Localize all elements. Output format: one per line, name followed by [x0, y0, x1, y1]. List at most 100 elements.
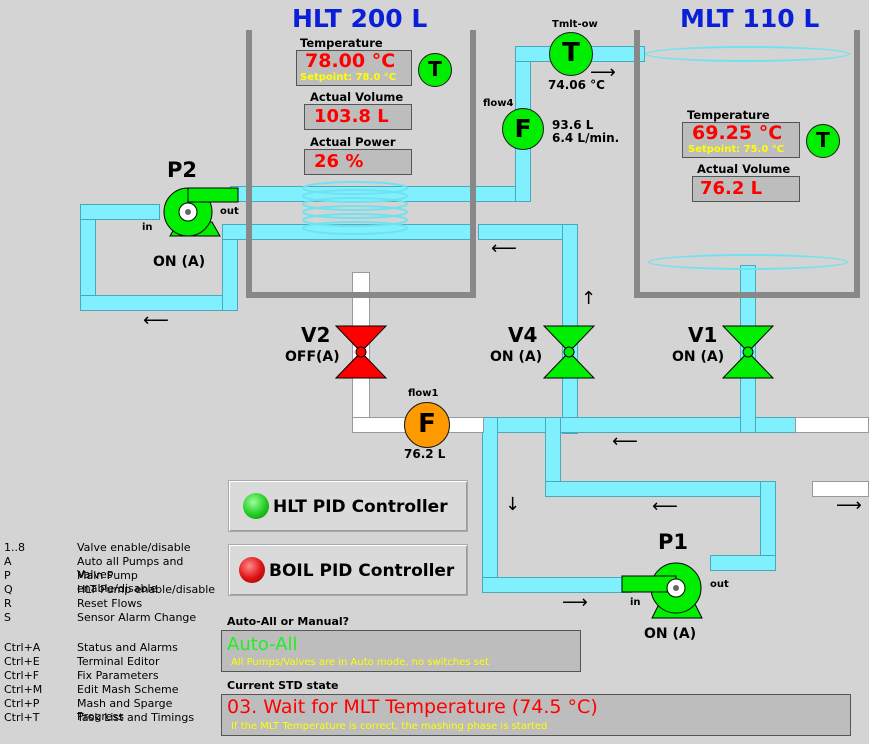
auto-manual-value: Auto-All [227, 634, 298, 655]
v1-name: V1 [688, 323, 718, 347]
p2-in-label: in [142, 222, 153, 233]
v1-state: ON (A) [672, 349, 725, 365]
shortcut-description: Task List and Timings [77, 711, 195, 724]
pipe [80, 295, 238, 311]
hlt-volume-value: 103.8 L [314, 106, 389, 127]
shortcut-key: Ctrl+A [4, 641, 41, 654]
flow4-meter-icon: F [502, 108, 544, 150]
mlt-volume-box [692, 176, 800, 202]
std-state-value: 03. Wait for MLT Temperature (74.5 °C) [227, 696, 598, 718]
mlt-tank [634, 30, 860, 298]
hlt-coil [300, 180, 410, 236]
p1-out-label: out [710, 579, 729, 590]
p1-name: P1 [658, 530, 689, 554]
pipe [482, 577, 632, 593]
mlt-title: MLT 110 L [680, 4, 820, 33]
flow4-label: flow4 [483, 98, 514, 109]
hlt-pid-controller-button[interactable]: HLT PID Controller [228, 480, 468, 532]
shortcut-description: Reset Flows [77, 597, 143, 610]
v4-valve-icon[interactable] [542, 324, 596, 380]
v1-valve-icon[interactable] [721, 324, 775, 380]
shortcut-description: Main Pump enable/disable [77, 569, 158, 595]
flow1-label: flow1 [408, 388, 439, 399]
flow-arrow-down-icon: ↓ [505, 494, 521, 515]
hlt-volume-label: Actual Volume [310, 90, 404, 104]
hlt-temp-box [296, 50, 412, 86]
flow-arrow-left-icon: ⟵ [491, 238, 517, 259]
flow-arrow-left-icon: ⟵ [652, 496, 678, 517]
hlt-power-label: Actual Power [310, 135, 396, 149]
hlt-pid-controller-label: HLT PID Controller [273, 497, 448, 517]
sensor-symbol: T [428, 57, 442, 81]
shortcut-description: Status and Alarms [77, 641, 178, 654]
hlt-power-box [304, 149, 412, 175]
v2-state: OFF(A) [285, 349, 340, 365]
p1-pump-icon[interactable] [620, 554, 720, 626]
mlt-false-bottom-ring [648, 254, 848, 270]
shortcut-key: Ctrl+F [4, 669, 40, 682]
v4-state: ON (A) [490, 349, 543, 365]
mlt-setpoint: Setpoint: 75.0 °C [688, 144, 785, 155]
mlt-volume-value: 76.2 L [700, 178, 763, 199]
pipe [710, 555, 776, 571]
pipe [80, 204, 160, 220]
flow-arrow-right-icon: ⟶ [590, 62, 616, 83]
flow-arrow-right-icon: ⟶ [836, 495, 862, 516]
boil-pid-controller-label: BOIL PID Controller [269, 561, 455, 581]
hlt-temp-sensor-icon: T [418, 53, 452, 87]
shortcut-description: Auto all Pumps and Valves [77, 555, 184, 581]
tmlt-out-value: 74.06 °C [548, 78, 605, 92]
shortcut-description: Edit Mash Scheme [77, 683, 179, 696]
auto-manual-sub: All Pumps/Valves are in Auto mode, no sw… [231, 657, 490, 668]
p1-in-label: in [630, 597, 641, 608]
p1-state: ON (A) [644, 626, 697, 642]
pipe [482, 417, 498, 593]
shortcut-description: Fix Parameters [77, 669, 159, 682]
p2-name: P2 [167, 158, 198, 182]
hlt-temp-value: 78.00 °C [305, 50, 396, 72]
sensor-symbol: T [816, 128, 830, 152]
shortcut-key: Ctrl+T [4, 711, 40, 724]
mlt-temp-label: Temperature [687, 108, 770, 122]
shortcut-description: Terminal Editor [77, 655, 160, 668]
hlt-temp-label: Temperature [300, 36, 383, 50]
mlt-volume-label: Actual Volume [697, 162, 791, 176]
hlt-title: HLT 200 L [292, 4, 428, 33]
flow4-rate: 6.4 L/min. [552, 131, 620, 145]
shortcut-description: Valve enable/disable [77, 541, 191, 554]
flow1-meter-icon: F [404, 402, 450, 448]
shortcut-description: HLT Pump enable/disable [77, 583, 216, 596]
auto-manual-label: Auto-All or Manual? [227, 615, 350, 628]
shortcut-key: S [4, 611, 11, 624]
p2-state: ON (A) [153, 254, 206, 270]
auto-manual-box [221, 630, 581, 672]
boil-pid-controller-button[interactable]: BOIL PID Controller [228, 544, 468, 596]
p2-out-label: out [220, 206, 239, 217]
hlt-power-value: 26 % [314, 151, 364, 172]
pipe [795, 417, 869, 433]
mlt-temp-sensor-icon: T [806, 124, 840, 158]
status-led-red-icon [239, 557, 265, 583]
p2-pump-icon[interactable] [150, 180, 240, 250]
hlt-setpoint: Setpoint: 78.0 °C [300, 72, 397, 83]
pipe [545, 481, 775, 497]
v4-name: V4 [508, 323, 538, 347]
flow-symbol: F [514, 114, 532, 143]
hlt-volume-box [304, 104, 412, 130]
shortcut-key: R [4, 597, 12, 610]
std-state-box [221, 694, 851, 736]
sensor-symbol: T [562, 38, 580, 68]
std-state-sub: If the MLT Temperature is correct, the m… [231, 721, 548, 732]
std-state-label: Current STD state [227, 679, 339, 692]
flow-arrow-up-icon: ↑ [581, 288, 597, 309]
flow4-volume: 93.6 L [552, 118, 594, 132]
v2-valve-icon[interactable] [334, 324, 388, 380]
shortcut-key: Ctrl+E [4, 655, 40, 668]
shortcut-key: P [4, 569, 11, 582]
mlt-sparge-ring [645, 46, 850, 62]
flow-arrow-left-icon: ⟵ [612, 431, 638, 452]
flow1-volume: 76.2 L [404, 447, 446, 461]
flow-arrow-right-icon: ⟶ [562, 592, 588, 613]
